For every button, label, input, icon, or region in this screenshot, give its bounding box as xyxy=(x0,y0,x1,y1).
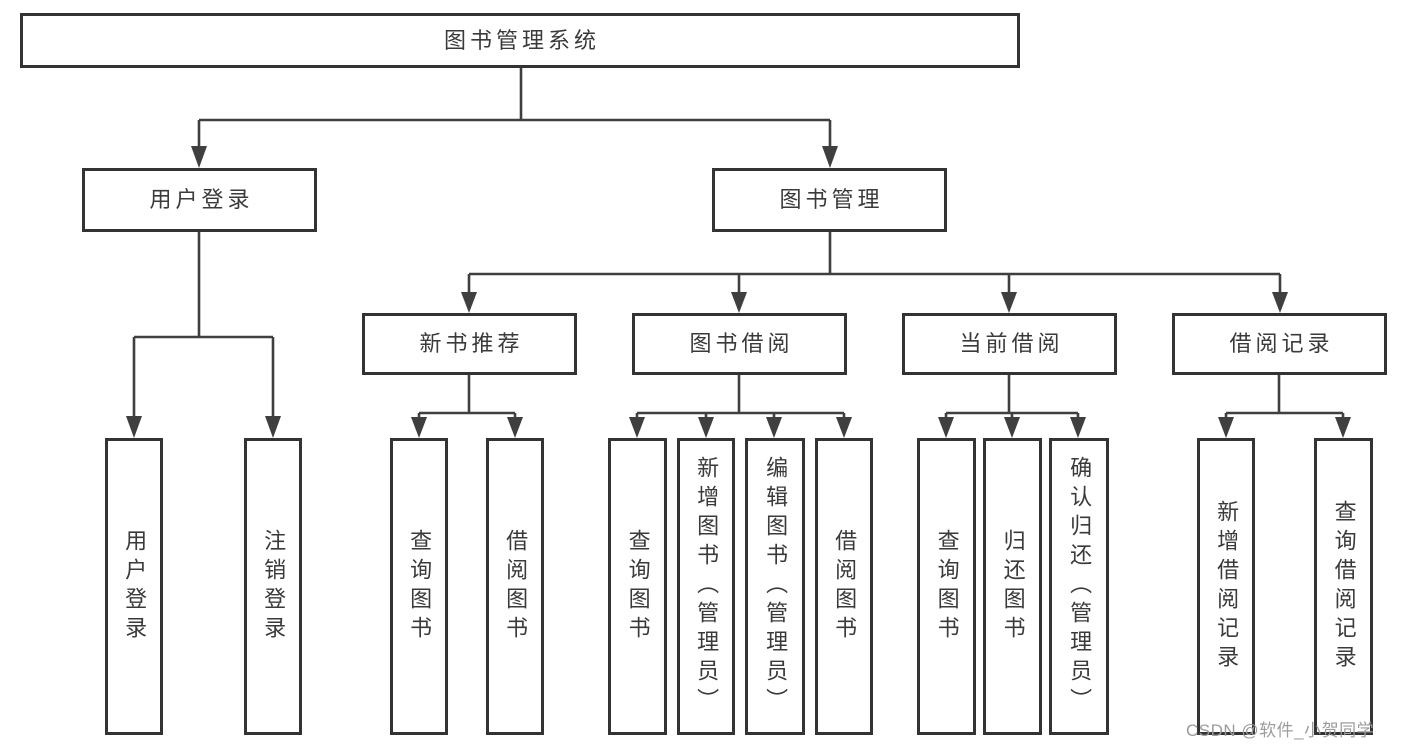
node-user-login: 用户登录 xyxy=(82,168,317,232)
node-library-management-system: 图书管理系统 xyxy=(20,13,1020,68)
leaf-query-books-3: 查询图书 xyxy=(917,438,976,735)
node-label: 图书管理系统 xyxy=(443,27,600,53)
leaf-query-books-2: 查询图书 xyxy=(608,438,667,735)
leaf-label: 查询图书 xyxy=(934,528,960,645)
leaf-borrow-books-2: 借阅图书 xyxy=(815,438,873,735)
leaf-logout: 注销登录 xyxy=(244,438,302,735)
node-current-borrow: 当前借阅 xyxy=(902,313,1117,375)
leaf-edit-book-admin: 编辑图书（管理员） xyxy=(745,438,805,735)
leaf-borrow-books-1: 借阅图书 xyxy=(486,438,544,735)
node-label: 新书推荐 xyxy=(419,331,524,356)
node-label: 借阅记录 xyxy=(1229,331,1334,356)
leaf-label: 借阅图书 xyxy=(503,528,529,645)
leaf-query-borrow-record: 查询借阅记录 xyxy=(1314,438,1373,735)
leaf-label: 确认归还（管理员） xyxy=(1067,456,1093,717)
leaf-label: 编辑图书（管理员） xyxy=(763,456,789,717)
leaf-add-borrow-record: 新增借阅记录 xyxy=(1197,438,1255,735)
node-new-book-recommend: 新书推荐 xyxy=(362,313,577,375)
leaf-label: 查询借阅记录 xyxy=(1331,499,1357,674)
leaf-query-books-1: 查询图书 xyxy=(390,438,448,735)
node-book-borrow: 图书借阅 xyxy=(632,313,847,375)
node-label: 图书管理 xyxy=(779,187,884,212)
node-label: 当前借阅 xyxy=(959,331,1064,356)
watermark-text: CSDN @软件_小贺同学 xyxy=(1186,721,1375,740)
leaf-label: 新增借阅记录 xyxy=(1214,499,1240,674)
leaf-label: 查询图书 xyxy=(625,528,651,645)
node-label: 用户登录 xyxy=(149,187,254,212)
node-book-management: 图书管理 xyxy=(712,168,947,232)
leaf-label: 用户登录 xyxy=(122,528,148,645)
leaf-label: 注销登录 xyxy=(261,528,287,645)
leaf-label: 查询图书 xyxy=(407,528,433,645)
node-label: 图书借阅 xyxy=(689,331,794,356)
leaf-label: 归还图书 xyxy=(1000,528,1026,645)
leaf-label: 新增图书（管理员） xyxy=(694,456,720,717)
leaf-label: 借阅图书 xyxy=(832,528,858,645)
leaf-user-login: 用户登录 xyxy=(105,438,163,735)
leaf-add-book-admin: 新增图书（管理员） xyxy=(677,438,735,735)
leaf-return-book: 归还图书 xyxy=(983,438,1042,735)
node-borrow-records: 借阅记录 xyxy=(1172,313,1387,375)
leaf-confirm-return-admin: 确认归还（管理员） xyxy=(1049,438,1109,735)
